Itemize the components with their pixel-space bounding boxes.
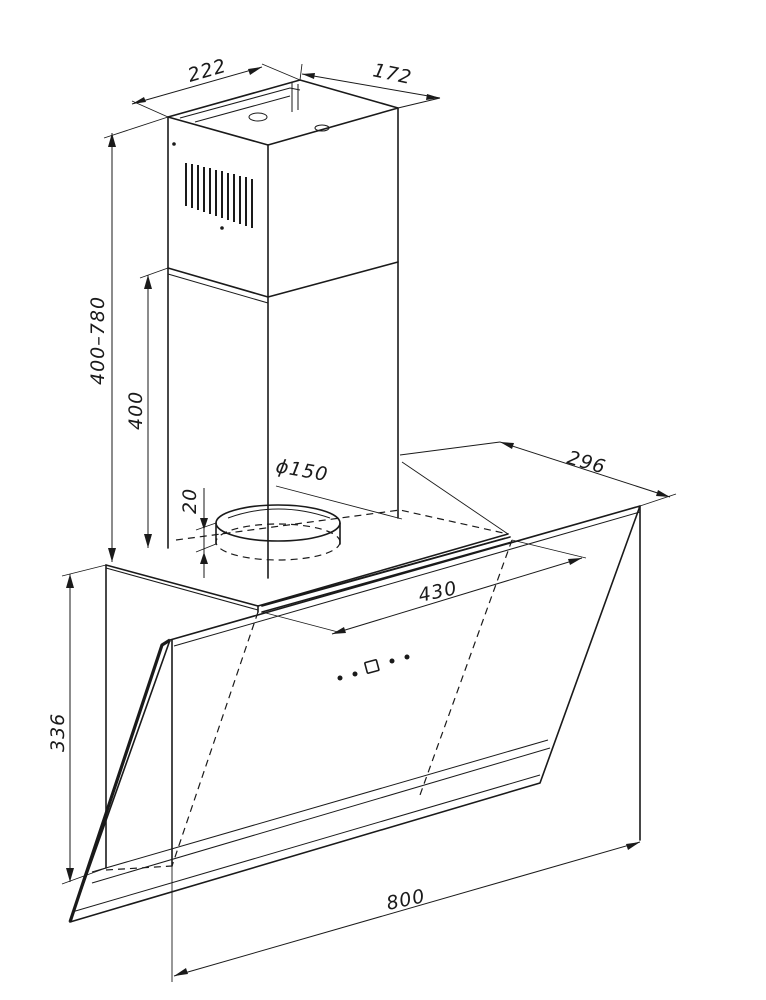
label-chimney-width: 222 (185, 55, 229, 87)
dimension-lines (61, 63, 677, 982)
glass-panel (68, 505, 641, 923)
vent-slots-icon (185, 163, 253, 228)
dimension-labels: 222 172 400–780 400 ϕ150 20 296 430 336 … (47, 55, 608, 915)
label-hood-height: 336 (47, 713, 69, 752)
label-hood-depth: 296 (565, 447, 609, 479)
label-lower-chimney-height: 400 (125, 391, 147, 430)
label-chimney-depth: 172 (371, 59, 414, 89)
hood-body (105, 509, 513, 869)
label-hood-width: 800 (384, 885, 427, 915)
label-panel-depth: 430 (416, 577, 459, 607)
label-chimney-height-range: 400–780 (87, 296, 109, 385)
label-duct-diameter: ϕ150 (274, 455, 330, 486)
chimney (167, 79, 399, 579)
label-collar-height: 20 (179, 488, 201, 514)
duct-collar (215, 504, 341, 561)
control-panel-icon (337, 654, 410, 681)
